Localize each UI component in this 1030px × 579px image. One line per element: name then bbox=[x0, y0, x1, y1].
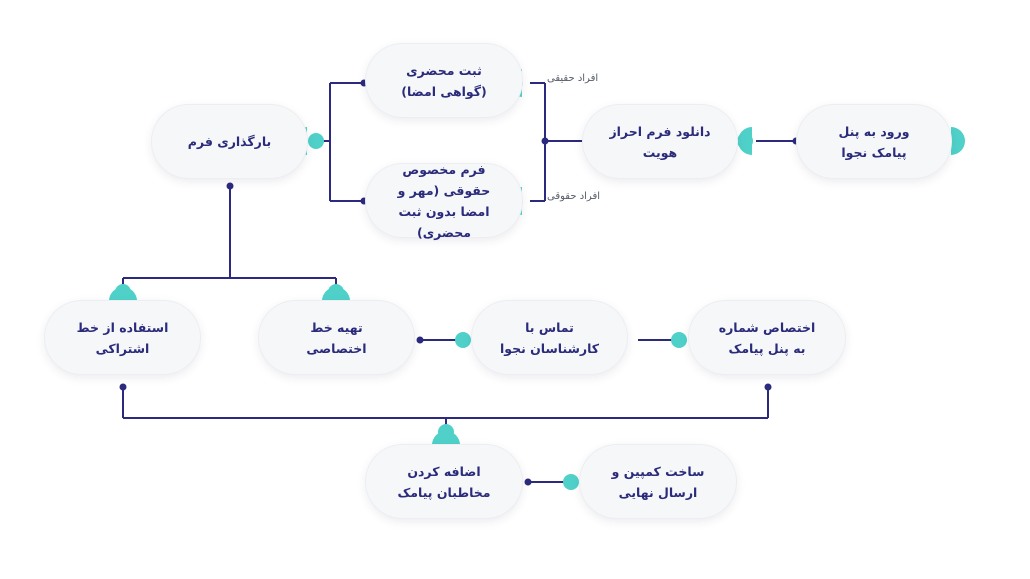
node-assign-number: اختصاص شماره به پنل پیامک bbox=[689, 301, 845, 374]
node-contact-experts: تماس با کارشناسان نجوا bbox=[472, 301, 627, 374]
node-notary-registration: ثبت محضری (گواهی امضا) bbox=[366, 44, 522, 117]
node-upload-form: بارگذاری فرم bbox=[152, 105, 307, 178]
node-dedicated-line: تهیه خط اختصاصی bbox=[259, 301, 414, 374]
node-panel-login: ورود به پنل پیامک نجوا bbox=[797, 105, 951, 178]
node-campaign: ساخت کمپین و ارسال نهایی bbox=[580, 445, 736, 518]
node-legal-form: فرم مخصوص حقوقی (مهر و امضا بدون ثبت محض… bbox=[366, 162, 522, 240]
label-legal-persons: افراد حقوقی bbox=[547, 191, 601, 202]
node-shared-line: استفاده از خط اشتراکی bbox=[45, 301, 200, 374]
node-download-form: دانلود فرم احراز هویت bbox=[583, 105, 737, 178]
node-add-contacts: اضافه کردن مخاطبان پیامک bbox=[366, 445, 522, 518]
label-natural-persons: افراد حقیقی bbox=[547, 73, 599, 84]
